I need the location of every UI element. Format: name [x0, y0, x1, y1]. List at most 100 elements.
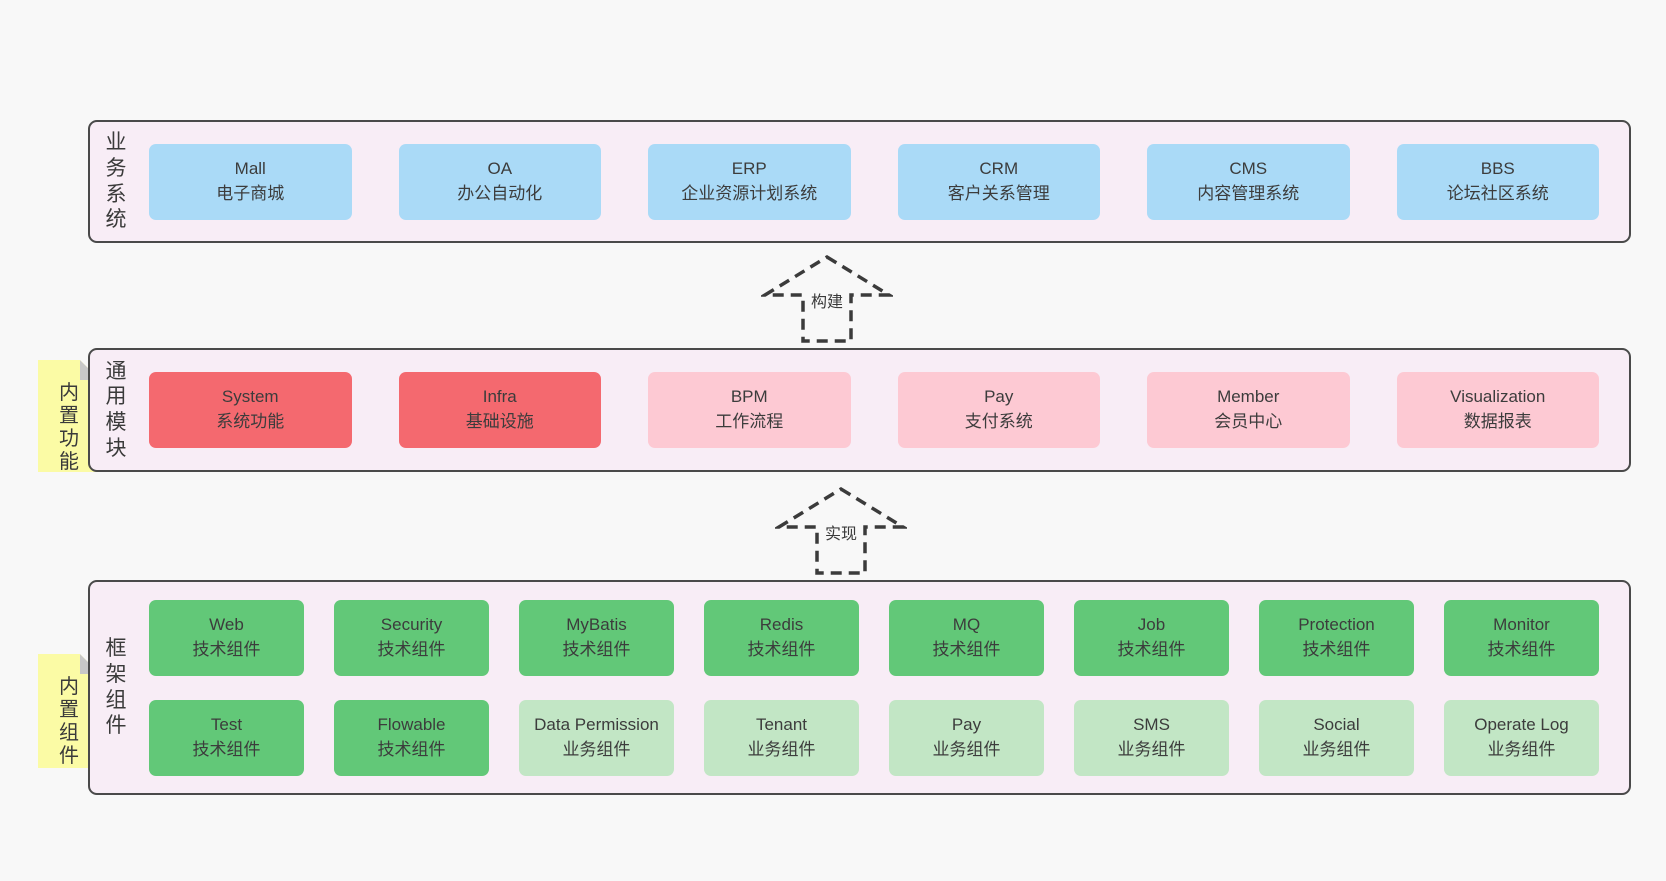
card-pay-module: Pay 支付系统: [897, 372, 1100, 448]
card-title: Pay: [951, 714, 982, 734]
card-title: Test: [210, 714, 243, 734]
card-subtitle: 企业资源计划系统: [681, 183, 818, 203]
card-title: Tenant: [755, 714, 808, 734]
card-title: CRM: [979, 158, 1019, 178]
card-data-permission: Data Permission 业务组件: [519, 699, 674, 776]
card-title: Member: [1217, 387, 1280, 407]
card-bbs: BBS 论坛社区系统: [1396, 143, 1599, 220]
card-subtitle: 技术组件: [377, 639, 446, 659]
card-title: BPM: [730, 387, 768, 407]
card-subtitle: 客户关系管理: [947, 183, 1050, 203]
card-subtitle: 技术组件: [192, 639, 261, 659]
business-cards-row: Mall 电子商城 OA 办公自动化 ERP 企业资源计划系统 CRM 客户关系…: [129, 143, 1629, 220]
card-visualization: Visualization 数据报表: [1396, 372, 1599, 448]
card-subtitle: 数据报表: [1463, 412, 1532, 431]
card-social: Social 业务组件: [1259, 699, 1414, 776]
card-subtitle: 技术组件: [932, 639, 1001, 659]
card-protection: Protection 技术组件: [1259, 599, 1414, 676]
common-modules-panel: 通用模块 System 系统功能 Infra 基础设施 BPM 工作流程 Pay…: [88, 348, 1631, 472]
card-subtitle: 技术组件: [1487, 639, 1556, 659]
business-systems-panel: 业务系统 Mall 电子商城 OA 办公自动化 ERP 企业资源计划系统 CRM…: [88, 120, 1631, 243]
card-title: Flowable: [377, 714, 446, 734]
card-title: BBS: [1480, 158, 1515, 178]
card-subtitle: 技术组件: [747, 639, 816, 659]
card-subtitle: 会员中心: [1214, 412, 1283, 431]
card-subtitle: 业务组件: [747, 739, 816, 759]
component-cards-grid: Web 技术组件 Security 技术组件 MyBatis 技术组件 Redi…: [129, 599, 1629, 776]
card-title: CMS: [1229, 158, 1268, 178]
card-subtitle: 业务组件: [1487, 739, 1556, 759]
component-cards-row-2: Test 技术组件 Flowable 技术组件 Data Permission …: [149, 699, 1599, 776]
card-crm: CRM 客户关系管理: [897, 143, 1100, 220]
dashed-up-arrow-icon: [775, 486, 907, 575]
card-title: Redis: [759, 614, 804, 634]
card-title: System: [221, 387, 279, 407]
card-operate-log: Operate Log 业务组件: [1444, 699, 1599, 776]
card-web: Web 技术组件: [149, 599, 304, 676]
card-title: Operate Log: [1474, 714, 1569, 734]
dashed-up-arrow-icon: [761, 254, 893, 343]
card-test: Test 技术组件: [149, 699, 304, 776]
card-subtitle: 技术组件: [377, 739, 446, 759]
card-bpm: BPM 工作流程: [648, 372, 851, 448]
card-title: Web: [209, 614, 244, 634]
card-title: Security: [380, 614, 443, 634]
card-subtitle: 技术组件: [192, 739, 261, 759]
card-subtitle: 工作流程: [715, 412, 784, 431]
card-title: MQ: [952, 614, 981, 634]
sticky-note-label: 内置组件: [59, 676, 79, 767]
card-mq: MQ 技术组件: [889, 599, 1044, 676]
card-mall: Mall 电子商城: [149, 143, 352, 220]
card-system: System 系统功能: [149, 372, 352, 448]
sticky-note-label: 内置功能: [59, 382, 79, 473]
card-tenant: Tenant 业务组件: [704, 699, 859, 776]
panel-title-common-modules: 通用模块: [105, 359, 127, 460]
card-subtitle: 业务组件: [562, 739, 631, 759]
component-cards-row-1: Web 技术组件 Security 技术组件 MyBatis 技术组件 Redi…: [149, 599, 1599, 676]
card-title: Pay: [984, 387, 1014, 407]
card-subtitle: 系统功能: [216, 412, 285, 431]
card-infra: Infra 基础设施: [398, 372, 601, 448]
card-subtitle: 技术组件: [1117, 639, 1186, 659]
card-subtitle: 技术组件: [1302, 639, 1371, 659]
card-title: Mall: [234, 158, 266, 178]
card-subtitle: 办公自动化: [457, 183, 543, 203]
card-subtitle: 支付系统: [964, 412, 1033, 431]
card-oa: OA 办公自动化: [398, 143, 601, 220]
card-subtitle: 技术组件: [562, 639, 631, 659]
card-subtitle: 论坛社区系统: [1446, 183, 1549, 203]
build-arrow-label: 构建: [807, 287, 847, 313]
card-job: Job 技术组件: [1074, 599, 1229, 676]
implement-arrow-label: 实现: [821, 519, 861, 545]
card-subtitle: 业务组件: [1117, 739, 1186, 759]
card-title: Data Permission: [534, 714, 659, 734]
card-security: Security 技术组件: [334, 599, 489, 676]
framework-components-panel: 框架组件 Web 技术组件 Security 技术组件 MyBatis 技术组件…: [88, 580, 1631, 795]
card-subtitle: 业务组件: [1302, 739, 1371, 759]
card-sms: SMS 业务组件: [1074, 699, 1229, 776]
card-subtitle: 内容管理系统: [1197, 183, 1300, 203]
card-member: Member 会员中心: [1147, 372, 1350, 448]
card-redis: Redis 技术组件: [704, 599, 859, 676]
panel-title-business-systems: 业务系统: [105, 131, 127, 232]
card-monitor: Monitor 技术组件: [1444, 599, 1599, 676]
card-title: Visualization: [1450, 387, 1546, 407]
build-arrow-icon: 构建: [761, 254, 893, 344]
panel-title-framework-components: 框架组件: [105, 637, 127, 738]
module-cards-row: System 系统功能 Infra 基础设施 BPM 工作流程 Pay 支付系统…: [129, 372, 1629, 448]
card-title: Protection: [1298, 614, 1375, 634]
card-mybatis: MyBatis 技术组件: [519, 599, 674, 676]
card-title: ERP: [731, 158, 767, 178]
card-title: Infra: [482, 387, 517, 407]
card-pay-component: Pay 业务组件: [889, 699, 1044, 776]
card-title: MyBatis: [566, 614, 627, 634]
card-erp: ERP 企业资源计划系统: [648, 143, 851, 220]
card-title: Social: [1313, 714, 1360, 734]
implement-arrow-icon: 实现: [775, 486, 907, 576]
card-title: SMS: [1133, 714, 1170, 734]
card-subtitle: 业务组件: [932, 739, 1001, 759]
card-cms: CMS 内容管理系统: [1147, 143, 1350, 220]
card-title: OA: [487, 158, 513, 178]
card-subtitle: 电子商城: [216, 183, 285, 203]
